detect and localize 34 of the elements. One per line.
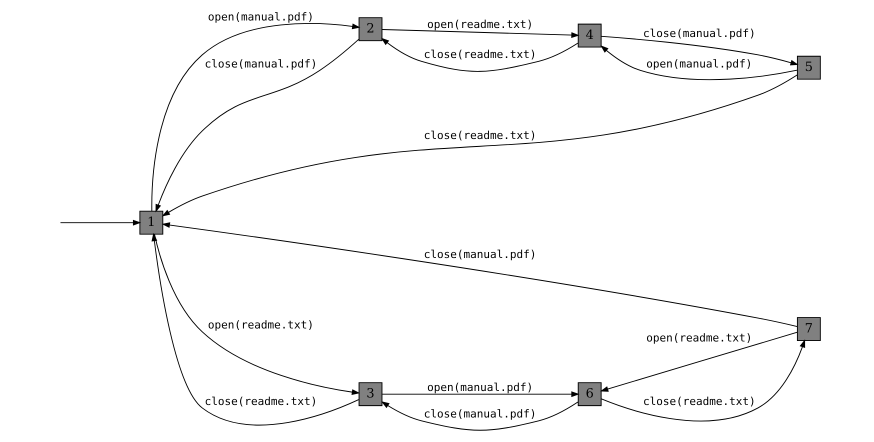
arrow	[60, 220, 142, 226]
arrow	[382, 29, 580, 38]
arrow	[381, 401, 578, 431]
arrow	[162, 222, 798, 327]
edge-label: close(readme.txt)	[642, 394, 756, 408]
arrow	[154, 234, 360, 395]
node-box: 4	[578, 24, 602, 48]
edge-label: close(manual.pdf)	[424, 248, 536, 262]
edge-label: close(readme.txt)	[424, 128, 536, 142]
edge-label: close(manual.pdf)	[204, 57, 318, 70]
node-box: 5	[796, 56, 821, 80]
edge-label: open(readme.txt)	[208, 318, 314, 332]
edge-label: close(manual.pdf)	[424, 408, 536, 421]
node-box: 6	[578, 382, 602, 406]
node-box: 1	[139, 210, 164, 235]
arrow	[600, 339, 806, 422]
arrow	[382, 391, 580, 398]
arrow	[380, 38, 578, 72]
edge-label: close(manual.pdf)	[642, 27, 756, 40]
node-box: 3	[358, 382, 382, 406]
arrow	[600, 36, 799, 66]
arrow	[162, 74, 798, 216]
edge-label: close(readme.txt)	[204, 394, 318, 408]
arrow	[152, 232, 360, 426]
edge-label: open(readme.txt)	[427, 18, 534, 31]
arrow	[600, 45, 798, 80]
edge-label: open(manual.pdf)	[208, 10, 314, 24]
edge-label: open(manual.pdf)	[646, 57, 752, 70]
edge-label: open(manual.pdf)	[427, 381, 534, 394]
edge-label: close(readme.txt)	[424, 48, 536, 62]
arrow	[600, 332, 798, 392]
edge-label: open(readme.txt)	[646, 332, 752, 345]
node-box: 2	[358, 17, 382, 42]
node-box: 7	[796, 317, 821, 341]
